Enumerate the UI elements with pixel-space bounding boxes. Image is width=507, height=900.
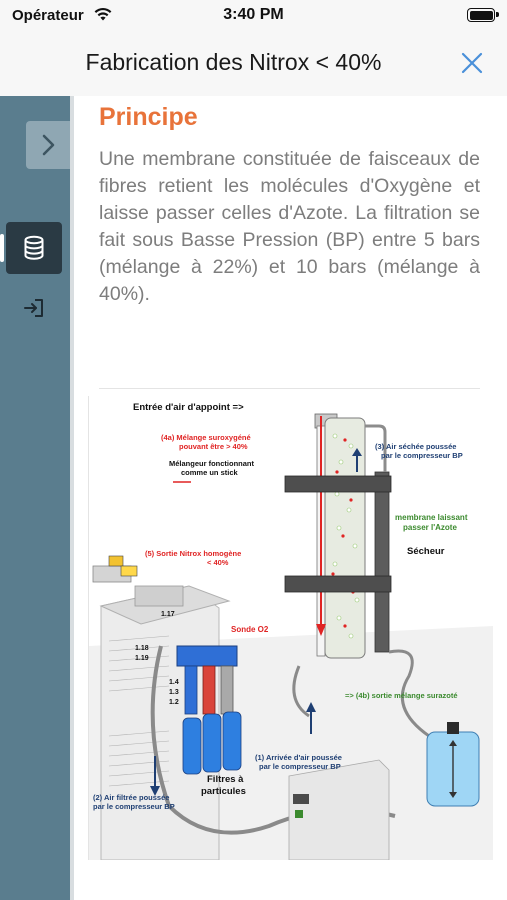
battery-icon bbox=[467, 8, 499, 22]
battery-level bbox=[469, 10, 493, 20]
label-filtres-2: particules bbox=[201, 786, 246, 797]
sidebar-divider bbox=[70, 96, 74, 900]
status-time: 3:40 PM bbox=[223, 6, 284, 23]
navigation-header: Fabrication des Nitrox < 40% bbox=[0, 30, 507, 96]
label-sortie-nitrox-1: (5) Sortie Nitrox homogène bbox=[145, 549, 241, 558]
close-icon[interactable] bbox=[457, 48, 487, 78]
content-divider bbox=[99, 388, 480, 389]
carrier-name: Opérateur bbox=[12, 7, 84, 24]
label-arrivee-air-2: par le compresseur BP bbox=[259, 762, 341, 771]
sidebar bbox=[0, 96, 70, 900]
section-title: Principe bbox=[99, 103, 198, 131]
label-ref-14: 1.4 bbox=[169, 679, 179, 686]
sidebar-item-database[interactable] bbox=[0, 222, 62, 274]
nitrox-diagram-illustration: Entrée d'air d'appoint => (4a) Mélange s… bbox=[89, 396, 493, 861]
label-air-filtre-1: (2) Air filtrée poussée bbox=[93, 793, 169, 802]
label-ref-118: 1.18 bbox=[135, 645, 149, 652]
wifi-icon bbox=[94, 7, 112, 21]
sidebar-toggle-button[interactable] bbox=[26, 121, 70, 169]
label-membrane-2: passer l'Azote bbox=[403, 523, 457, 532]
label-ref-12: 1.2 bbox=[169, 699, 179, 706]
active-indicator bbox=[0, 234, 4, 262]
section-paragraph: Une membrane constituée de faisceaux de … bbox=[99, 148, 480, 305]
label-secheur: Sécheur bbox=[407, 546, 445, 557]
label-sortie-surazote: => (4b) sortie mélange surazoté bbox=[345, 691, 458, 700]
label-air-filtre-2: par le compresseur BP bbox=[93, 802, 175, 811]
label-melange-suroxygene-1: (4a) Mélange suroxygéné bbox=[161, 433, 251, 442]
sign-in-icon bbox=[24, 299, 43, 317]
content-area[interactable]: Principe Une membrane constituée de fais… bbox=[74, 96, 507, 900]
label-ref-117: 1.17 bbox=[161, 611, 175, 618]
label-air-seche-1: (3) Air séchée poussée bbox=[375, 442, 456, 451]
sidebar-item-sign-in[interactable] bbox=[6, 282, 62, 334]
status-bar: Opérateur 3:40 PM bbox=[0, 0, 507, 30]
label-membrane-1: membrane laissant bbox=[395, 513, 468, 522]
label-ref-119: 1.19 bbox=[135, 655, 149, 662]
database-icon bbox=[24, 235, 44, 260]
label-filtres-1: Filtres à bbox=[207, 774, 244, 785]
label-ref-13: 1.3 bbox=[169, 689, 179, 696]
label-sonde-o2: Sonde O2 bbox=[231, 625, 269, 634]
page-title: Fabrication des Nitrox < 40% bbox=[85, 49, 382, 75]
label-melange-suroxygene-2: pouvant être > 40% bbox=[179, 442, 248, 451]
label-air-seche-2: par le compresseur BP bbox=[381, 451, 463, 460]
label-melangeur-1: Mélangeur fonctionnant bbox=[169, 459, 255, 468]
chevron-right-icon bbox=[42, 134, 55, 156]
nitrox-diagram: Entrée d'air d'appoint => (4a) Mélange s… bbox=[88, 396, 493, 861]
label-melangeur-2: comme un stick bbox=[181, 468, 239, 477]
label-sortie-nitrox-2: < 40% bbox=[207, 558, 229, 567]
label-arrivee-air-1: (1) Arrivée d'air poussée bbox=[255, 753, 342, 762]
label-entree: Entrée d'air d'appoint => bbox=[133, 402, 244, 413]
